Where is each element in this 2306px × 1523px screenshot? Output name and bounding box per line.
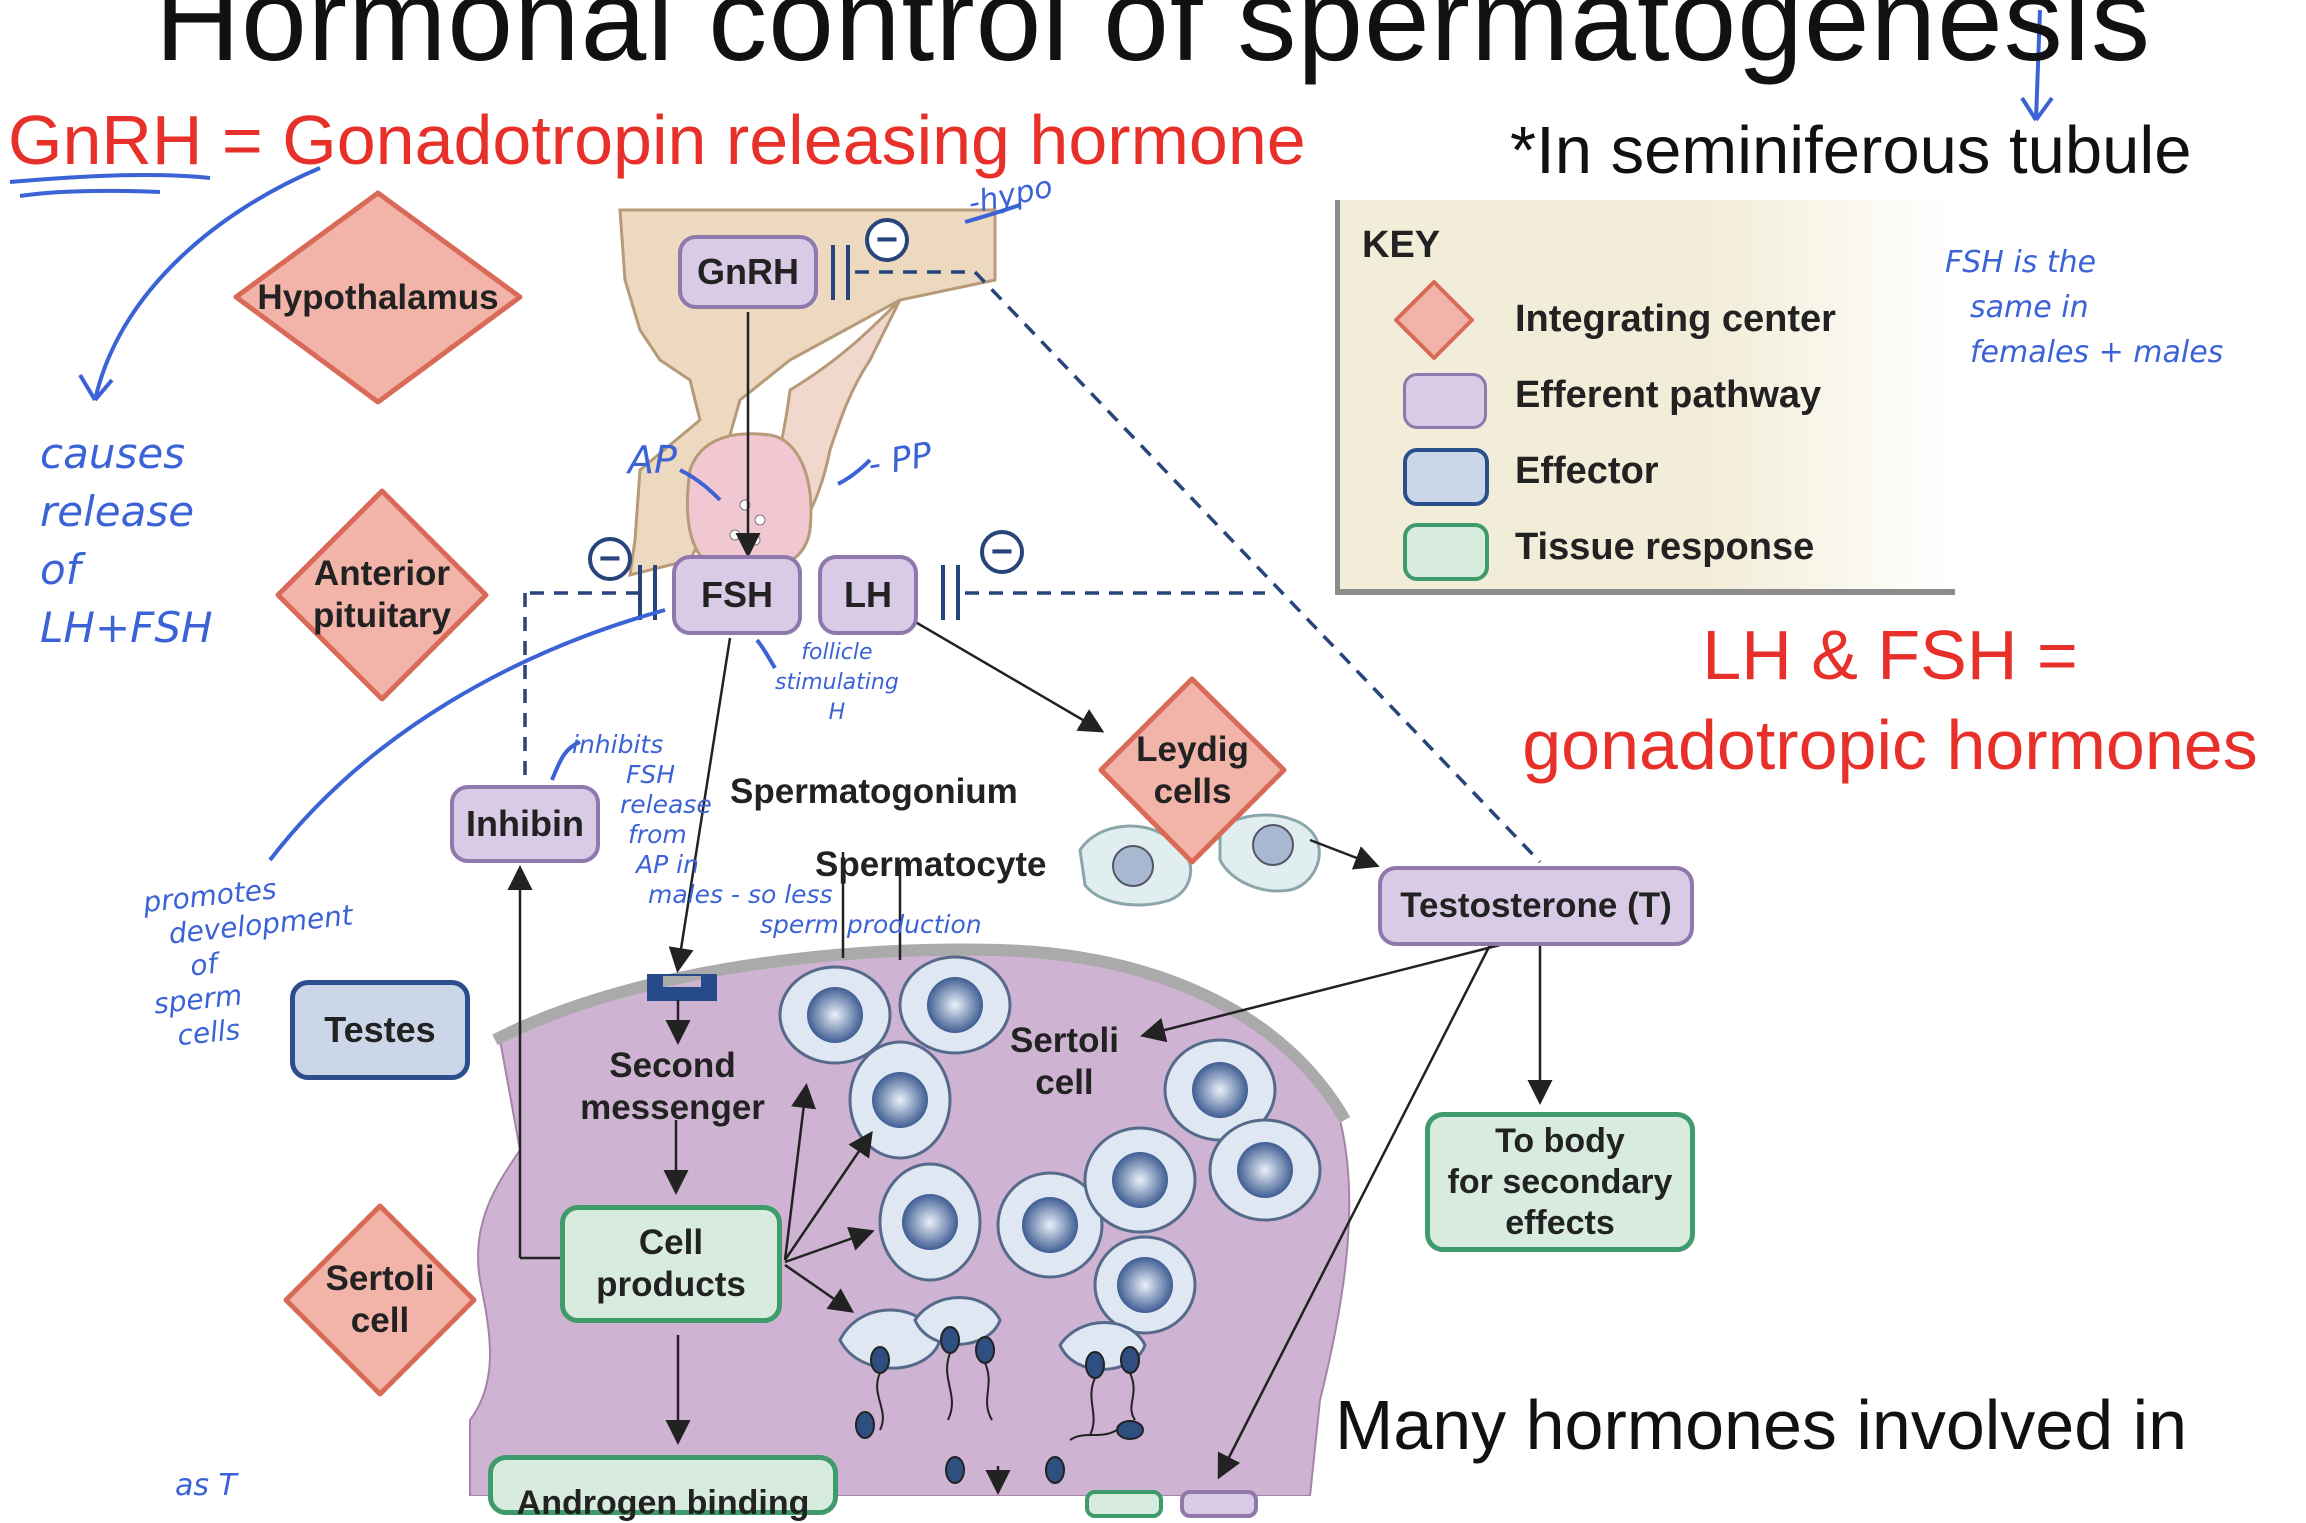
- key-label-effector: Effector: [1515, 450, 1659, 492]
- inhibits-note: inhibits FSH release from AP in males - …: [570, 730, 982, 940]
- leydig-cells-diamond-icon: [1098, 676, 1287, 865]
- gonadotropic-note-line2: gonadotropic hormones: [1522, 706, 2258, 784]
- spermatocyte-label: Spermatocyte: [815, 845, 1047, 884]
- sertoli-cell-label-line1: Sertoli: [1010, 1021, 1119, 1060]
- germ-cell-nuclei: [807, 977, 1293, 1313]
- anterior-pituitary-line2: pituitary: [312, 596, 452, 635]
- inhibits-line4: from: [628, 820, 687, 849]
- gnrh-box: GnRH: [678, 235, 818, 309]
- causes-note-line1: causes: [40, 429, 186, 478]
- key-title: KEY: [1362, 224, 1441, 266]
- partial-box-green: [1085, 1490, 1163, 1518]
- hypothalamus-diamond-icon: [233, 190, 523, 405]
- leydig-cell-cluster: [1078, 813, 1321, 907]
- inhibits-line6: males - so less: [648, 880, 833, 909]
- hypothalamus-label: Hypothalamus: [257, 277, 499, 317]
- seminiferous-note: *In seminiferous tubule: [1510, 113, 2192, 188]
- anterior-pituitary-line1: Anterior: [313, 554, 451, 593]
- ap-note: AP: [628, 438, 677, 482]
- fsh-same-note: FSH is the same in females + males: [1945, 240, 2223, 375]
- gonadotropic-note: LH & FSH = gonadotropic hormones: [1475, 610, 2305, 790]
- promotes-note: promotes development of sperm cells: [142, 865, 365, 1056]
- bottom-left-note: as T: [175, 1468, 237, 1503]
- many-hormones-note: Many hormones involved in: [1335, 1386, 2188, 1464]
- androgen-binding-box: Androgen binding: [488, 1455, 838, 1522]
- androgen-binding-label: Androgen binding: [516, 1484, 810, 1522]
- sertoli-cell-center-line2: cell: [350, 1301, 410, 1340]
- fsh-receptor: [647, 974, 717, 1001]
- testes-box: Testes: [290, 980, 470, 1080]
- inhibits-line3: release: [620, 790, 712, 819]
- cell-products-line2: products: [596, 1265, 746, 1304]
- follicle-note: follicle stimulating H: [775, 638, 899, 728]
- inhibit-symbol-fsh-text: −: [598, 538, 622, 580]
- anterior-pituitary-diamond-icon: [275, 488, 489, 702]
- key-efferent-swatch: [1403, 373, 1487, 429]
- sertoli-cell-label-line2: cell: [1035, 1063, 1094, 1102]
- causes-note-line3: of: [40, 545, 81, 594]
- key-effector-swatch: [1403, 448, 1489, 506]
- cell-products-box: Cell products: [560, 1205, 782, 1323]
- testosterone-box: Testosterone (T): [1378, 866, 1694, 946]
- inhibits-line5: AP in: [636, 850, 699, 879]
- second-messenger-line1: Second: [609, 1046, 736, 1085]
- inhibits-line7: sperm production: [760, 910, 982, 939]
- to-body-line3: effects: [1505, 1203, 1615, 1242]
- inhibit-symbol-fsh: −: [588, 537, 632, 581]
- gnrh-definition: GnRH = Gonadotropin releasing hormone: [8, 101, 1306, 179]
- partial-box-purple: [1180, 1490, 1258, 1518]
- follicle-line3: H: [828, 700, 846, 725]
- inhibin-box: Inhibin: [450, 785, 600, 863]
- fsh-box: FSH: [672, 555, 802, 635]
- inhibits-line1: inhibits: [572, 730, 664, 759]
- key-label-integrating: Integrating center: [1515, 298, 1836, 340]
- inhibit-symbol-lh-text: −: [990, 531, 1014, 573]
- inhibit-symbol-gnrh-text: −: [875, 219, 899, 261]
- leydig-cells-line2: cells: [1153, 771, 1232, 811]
- lh-box: LH: [818, 555, 918, 635]
- handwriting-strokes: [9, 9, 2054, 862]
- sertoli-cell-label: Sertoli cell: [1010, 1020, 1119, 1104]
- key-tissue-swatch: [1403, 523, 1489, 581]
- fsh-same-line1: FSH is the: [1945, 245, 2097, 280]
- sertoli-cell-diamond-icon: [283, 1203, 477, 1397]
- key-diamond-icon: [1394, 280, 1474, 360]
- cell-products-line1: Cell: [638, 1223, 704, 1262]
- second-messenger-line2: messenger: [580, 1088, 765, 1127]
- inhibit-symbol-gnrh: −: [865, 218, 909, 262]
- sperm: [855, 1326, 1144, 1484]
- inhibits-line2: FSH: [626, 760, 676, 789]
- spermatogonium-label: Spermatogonium: [730, 772, 1018, 811]
- follicle-line1: follicle: [801, 640, 873, 665]
- gonadotropic-note-line1: LH & FSH =: [1702, 616, 2078, 694]
- key-label-efferent: Efferent pathway: [1515, 374, 1822, 416]
- to-body-box: To body for secondary effects: [1425, 1112, 1695, 1252]
- key-label-tissue: Tissue response: [1515, 526, 1815, 568]
- causes-note-line4: LH+FSH: [40, 603, 213, 652]
- sperm-tails: [876, 1352, 1136, 1441]
- second-messenger-label: Second messenger: [570, 1045, 775, 1129]
- leydig-cells-line1: Leydig: [1136, 729, 1249, 769]
- fsh-same-line3: females + males: [1970, 335, 2224, 370]
- fsh-same-line2: same in: [1970, 290, 2089, 325]
- to-body-line2: for secondary: [1447, 1162, 1673, 1201]
- hypothalamus-center: Hypothalamus: [228, 185, 528, 410]
- page-title: Hormonal control of spermatogenesis: [154, 0, 2152, 86]
- negative-feedback-lines: [523, 270, 1542, 864]
- follicle-line2: stimulating: [775, 670, 899, 695]
- pathway-arrows: [507, 312, 1553, 1495]
- to-body-line1: To body: [1495, 1121, 1625, 1160]
- inhibit-symbol-lh: −: [980, 530, 1024, 574]
- causes-note-line2: release: [40, 487, 195, 536]
- key-legend: KEY Integrating center Efferent pathway …: [1335, 200, 1955, 595]
- sertoli-cell-center-line1: Sertoli: [325, 1259, 435, 1298]
- causes-note: causes release of LH+FSH: [40, 425, 213, 657]
